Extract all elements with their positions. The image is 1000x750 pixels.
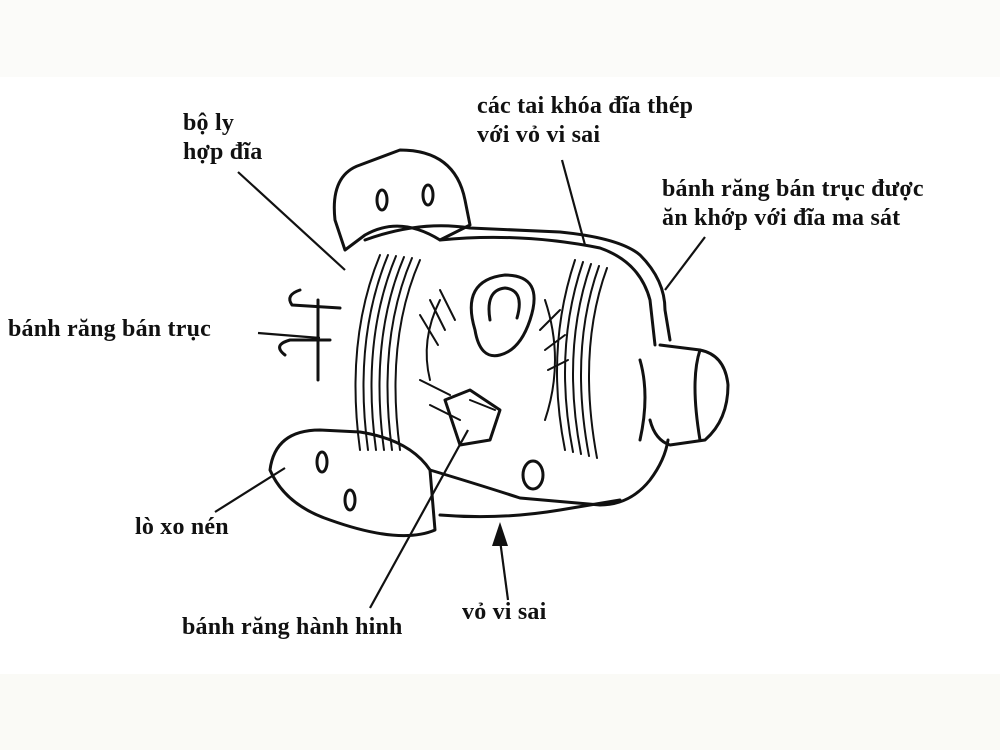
- label-diff-case: vỏ vi sai: [462, 599, 547, 625]
- label-side-gear-friction: bánh răng bán trục được ăn khớp với đĩa …: [662, 176, 924, 231]
- leader-lock-tabs: [560, 159, 587, 246]
- leader-clutch-pack: [237, 171, 346, 271]
- leader-side-gear-friction: [664, 236, 706, 291]
- label-side-gear: bánh răng bán trục: [8, 316, 211, 342]
- housing-bottom: [428, 438, 670, 507]
- label-lock-tabs: các tai khóa đĩa thép với vỏ vi sai: [477, 93, 694, 148]
- leader-side-gear: [257, 331, 321, 340]
- label-spring: lò xo nén: [135, 514, 229, 540]
- pinion-gear: [443, 388, 502, 447]
- label-clutch-pack: bộ ly hợp đĩa: [183, 110, 263, 165]
- cross-shaft-loop: [469, 273, 536, 358]
- left-axle: [278, 288, 342, 357]
- top-flange: [332, 148, 472, 252]
- label-pinion-gear: bánh răng hành hinh: [182, 614, 403, 640]
- leader-pinion-gear: [369, 429, 469, 609]
- arrowhead-diff-case: [492, 522, 508, 546]
- leader-spring: [214, 467, 286, 513]
- housing-top: [363, 224, 672, 342]
- top-background-band: [0, 0, 1000, 77]
- bottom-background-band: [0, 674, 1000, 750]
- bottom-flange: [268, 428, 437, 538]
- leader-diff-case: [498, 539, 510, 601]
- right-hub: [648, 343, 730, 447]
